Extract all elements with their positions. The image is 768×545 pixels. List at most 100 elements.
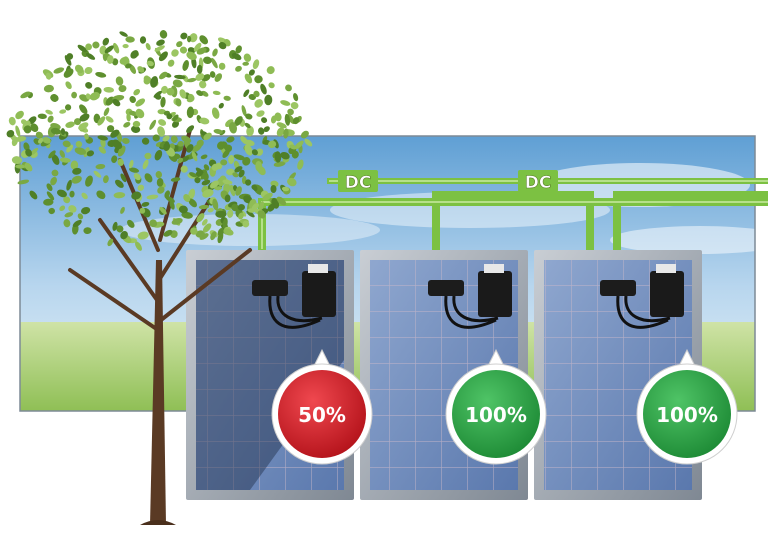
leaf <box>188 198 198 208</box>
leaf <box>268 140 277 149</box>
leaf <box>23 125 32 134</box>
leaf <box>77 213 84 220</box>
leaf <box>267 203 276 212</box>
leaf <box>162 135 170 142</box>
leaf <box>259 201 264 211</box>
leaf <box>252 59 260 70</box>
leaf <box>149 219 158 228</box>
leaf <box>118 85 127 93</box>
leaf <box>193 42 202 52</box>
leaf <box>273 161 286 167</box>
leaf <box>224 194 231 203</box>
leaf <box>79 113 90 122</box>
leaf <box>179 46 188 54</box>
leaf <box>119 31 128 37</box>
leaf <box>59 109 67 114</box>
microinverter-right <box>600 264 684 329</box>
leaf <box>74 147 87 155</box>
leaf <box>59 150 66 158</box>
leaf <box>199 233 209 240</box>
leaf <box>75 140 83 148</box>
leaf <box>85 82 93 89</box>
leaf <box>159 71 168 80</box>
leaf <box>174 74 186 80</box>
leaf <box>72 167 82 175</box>
leaf <box>66 144 74 153</box>
leaf <box>139 207 146 214</box>
leaf <box>135 98 146 107</box>
leaf <box>25 148 32 157</box>
leaf <box>233 154 246 161</box>
leaf <box>116 225 124 233</box>
leaf <box>246 210 255 218</box>
output-badge-left: 50% <box>271 348 373 465</box>
leaf <box>262 192 273 201</box>
leaf <box>15 125 21 137</box>
leaf <box>66 179 72 191</box>
leaf <box>111 155 118 163</box>
leaf <box>291 150 299 159</box>
leaf <box>257 210 266 219</box>
leaf <box>181 135 192 143</box>
leaf <box>223 95 231 101</box>
leaf <box>77 44 88 53</box>
leaf <box>201 179 211 186</box>
leaf <box>186 125 195 133</box>
microinverter-middle <box>428 264 512 329</box>
leaf <box>263 126 270 133</box>
leaf <box>123 122 131 128</box>
leaf <box>46 183 53 192</box>
leaf <box>257 166 266 176</box>
leaf <box>50 127 62 135</box>
leaf <box>179 89 187 99</box>
leaf <box>287 108 294 116</box>
leaf <box>234 116 243 126</box>
leaf <box>64 55 72 66</box>
leaf <box>110 129 120 138</box>
leaf <box>254 99 263 108</box>
leaf <box>268 82 275 89</box>
leaf <box>85 52 96 60</box>
leaf <box>217 141 225 150</box>
leaf <box>125 63 132 69</box>
leaf <box>64 104 72 111</box>
leaf <box>149 119 157 130</box>
leaf <box>287 177 297 187</box>
leaf <box>163 142 171 151</box>
leaf <box>103 107 110 117</box>
leaf <box>144 152 152 160</box>
leaf <box>139 36 147 44</box>
leaf <box>215 210 227 218</box>
leaf <box>78 122 89 131</box>
leaf <box>65 81 72 90</box>
leaf <box>84 133 89 140</box>
leaf <box>202 172 209 181</box>
leaf <box>30 123 39 133</box>
leaf <box>180 165 188 173</box>
leaf <box>276 196 287 206</box>
leaf <box>189 33 198 43</box>
leaf <box>220 159 228 166</box>
leaf <box>280 100 291 106</box>
leaf <box>133 173 141 181</box>
leaf <box>199 117 210 125</box>
leaf <box>203 56 212 65</box>
dc-label-bg-2 <box>518 170 558 192</box>
leaf <box>23 142 30 151</box>
leaf <box>85 93 91 100</box>
leaf <box>161 85 168 94</box>
leaf <box>122 43 129 49</box>
leaf <box>120 230 128 240</box>
leaf <box>80 206 91 215</box>
leaf <box>238 169 245 178</box>
leaf <box>155 171 163 179</box>
leaf <box>166 87 175 96</box>
leaf <box>120 173 127 183</box>
leaf <box>159 206 167 215</box>
leaf <box>6 129 15 138</box>
leaf <box>59 205 66 212</box>
leaf <box>285 84 292 92</box>
leaf <box>146 194 159 200</box>
leaf <box>15 110 24 120</box>
leaf <box>243 89 250 98</box>
